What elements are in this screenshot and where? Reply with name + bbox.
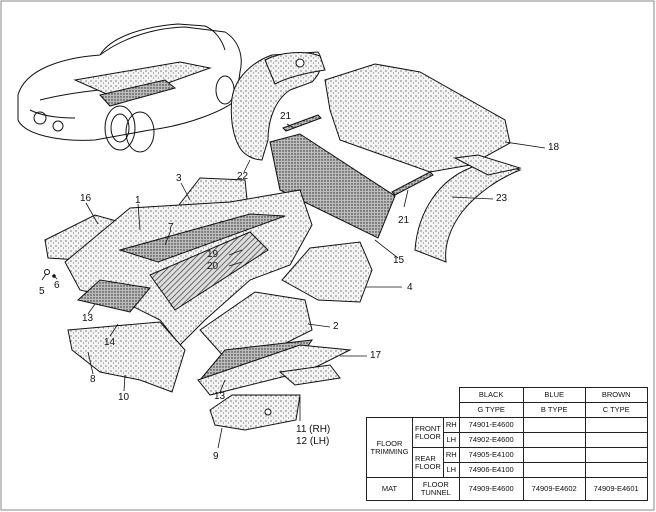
callout-21-b: 21 xyxy=(398,215,410,226)
floor-trimming-line1: FLOOR xyxy=(376,438,403,448)
callout-20: 20 xyxy=(207,261,219,272)
rear-floor-line2: FLOOR xyxy=(415,461,441,471)
part-7-trim xyxy=(118,213,286,263)
side-rh: RH xyxy=(442,447,460,463)
part-17-flap xyxy=(278,364,341,386)
floor-tunnel-line1: FLOOR xyxy=(422,480,449,489)
part-front-rh: 74901-E4600 xyxy=(458,417,524,433)
callout-1: 1 xyxy=(135,195,141,206)
part-6-clip xyxy=(52,274,56,278)
callout-18: 18 xyxy=(548,142,560,153)
type-brown: C TYPE xyxy=(584,402,648,418)
callout-21-a: 21 xyxy=(280,111,292,122)
callout-13-a: 13 xyxy=(82,313,94,324)
callout-22: 22 xyxy=(237,171,249,182)
callout-12: 12 (LH) xyxy=(296,436,330,447)
mat-brown: 74909-E4601 xyxy=(584,477,648,501)
part-23-top xyxy=(453,154,522,176)
floor-trimming-label: FLOOR TRIMMING xyxy=(366,417,413,478)
callout-6: 6 xyxy=(54,280,60,291)
type-blue: B TYPE xyxy=(522,402,586,418)
callout-4: 4 xyxy=(407,282,413,293)
header-brown: BROWN xyxy=(584,387,648,403)
side-lh: LH xyxy=(442,462,460,478)
part-21-strip-b xyxy=(391,171,434,196)
table-corner xyxy=(366,387,460,418)
part-18-rear-mat xyxy=(324,63,511,173)
empty-cell xyxy=(584,432,648,448)
callout-19: 19 xyxy=(207,249,219,260)
callout-16: 16 xyxy=(80,193,92,204)
floor-trimming-line2: TRIMMING xyxy=(370,446,409,456)
callout-11: 11 (RH) xyxy=(296,424,331,435)
callout-15: 15 xyxy=(393,255,405,266)
header-blue: BLUE xyxy=(522,387,586,403)
callout-8: 8 xyxy=(90,374,96,385)
callout-3: 3 xyxy=(176,173,182,184)
part-4-mat xyxy=(281,241,373,303)
part-22-top xyxy=(264,52,326,85)
parts-color-table: BLACK BLUE BROWN G TYPE B TYPE C TYPE FL… xyxy=(366,387,648,501)
side-rh: RH xyxy=(442,417,460,433)
rear-floor-line1: REAR xyxy=(415,453,436,463)
callout-5: 5 xyxy=(39,286,45,297)
callout-9: 9 xyxy=(213,451,219,462)
part-13-mat-a xyxy=(76,279,151,313)
part-front-lh: 74902-E4600 xyxy=(458,432,524,448)
empty-cell xyxy=(522,417,586,433)
part-22-hole xyxy=(295,58,305,68)
callout-17: 17 xyxy=(370,350,382,361)
leader-lines xyxy=(41,123,546,449)
empty-cell xyxy=(522,447,586,463)
callout-10: 10 xyxy=(118,392,130,403)
rear-floor-label: REAR FLOOR xyxy=(412,447,444,478)
part-rear-rh: 74905-E4100 xyxy=(458,447,524,463)
front-floor-line1: FRONT xyxy=(415,423,441,433)
empty-cell xyxy=(584,462,648,478)
part-5-clip xyxy=(44,269,50,275)
part-15-rear-panel xyxy=(269,133,396,239)
front-floor-line2: FLOOR xyxy=(415,431,441,441)
floor-tunnel-line2: TUNNEL xyxy=(420,488,451,497)
callout-23: 23 xyxy=(496,193,508,204)
car-illustration xyxy=(17,23,242,153)
part-rear-lh: 74906-E4100 xyxy=(458,462,524,478)
part-8-trim xyxy=(67,321,186,393)
part-17-trim xyxy=(197,344,352,396)
part-22-wheelhouse xyxy=(230,51,322,161)
floor-tunnel-label: FLOOR TUNNEL xyxy=(412,477,460,501)
part-23-wheelhouse xyxy=(414,159,522,263)
empty-cell xyxy=(522,432,586,448)
empty-cell xyxy=(584,447,648,463)
callout-14: 14 xyxy=(104,337,116,348)
callout-13-b: 13 xyxy=(214,391,226,402)
part-9-hole xyxy=(264,408,272,416)
type-black: G TYPE xyxy=(458,402,524,418)
callout-7: 7 xyxy=(168,222,174,233)
callout-2: 2 xyxy=(333,321,339,332)
header-black: BLACK xyxy=(458,387,524,403)
side-lh: LH xyxy=(442,432,460,448)
empty-cell xyxy=(584,417,648,433)
mat-label: MAT xyxy=(366,477,413,501)
mat-black: 74909-E4600 xyxy=(458,477,524,501)
mat-blue: 74909-E4602 xyxy=(522,477,586,501)
empty-cell xyxy=(522,462,586,478)
part-9-trim xyxy=(209,394,301,431)
front-floor-label: FRONT FLOOR xyxy=(412,417,444,448)
